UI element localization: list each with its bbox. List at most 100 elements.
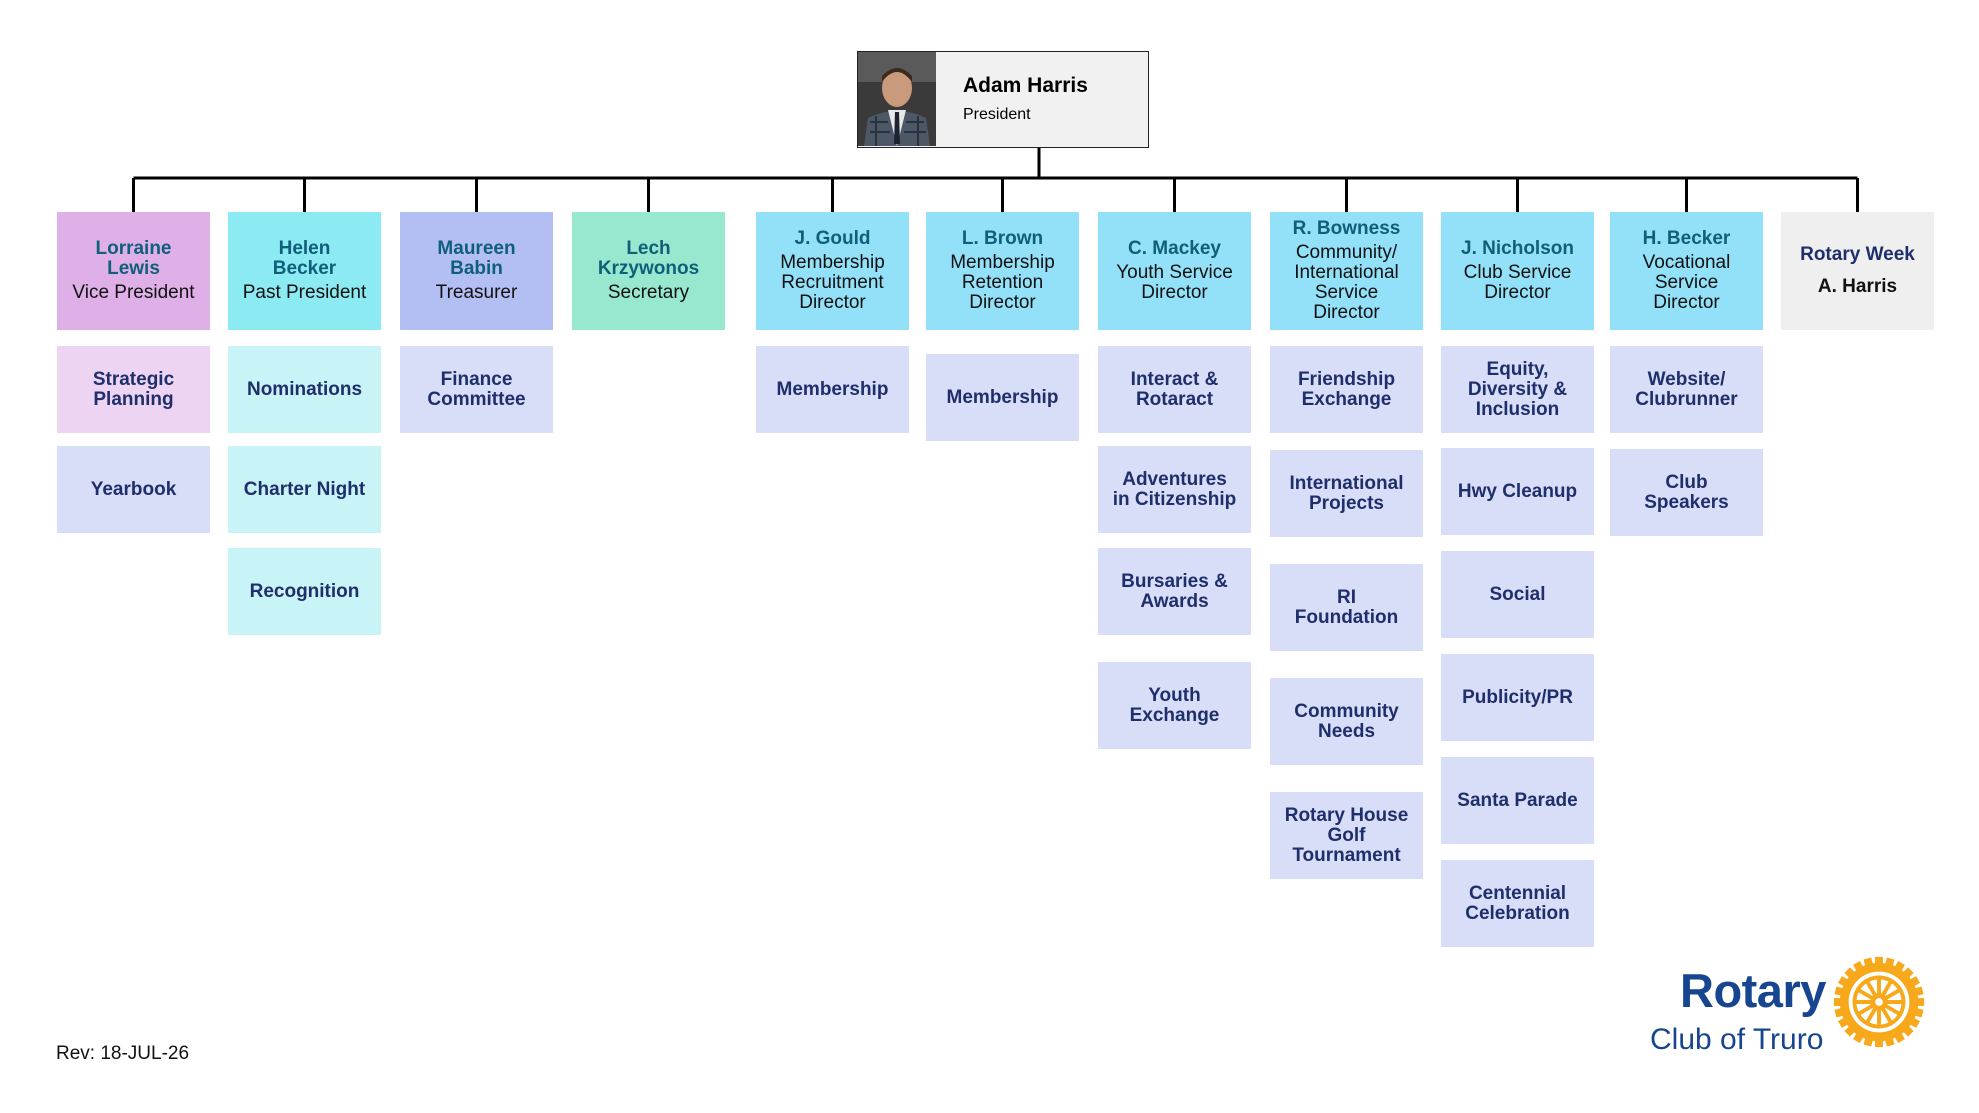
committee-box: RI Foundation — [1270, 564, 1423, 651]
committee-box: Yearbook — [57, 446, 210, 533]
officer-name: Rotary Week — [1800, 244, 1915, 265]
committee-box: Finance Committee — [400, 346, 553, 433]
committee-box: Adventures in Citizenship — [1098, 446, 1251, 533]
committee-box: Website/ Clubrunner — [1610, 346, 1763, 433]
rotary-logo: Rotary Club of Truro — [1650, 945, 1935, 1065]
wheel-tooth — [1837, 976, 1851, 988]
committee-label: Yearbook — [90, 478, 177, 500]
committee-label: Finance Committee — [427, 368, 526, 410]
committee-label: International Projects — [1289, 472, 1404, 514]
committee-box: Publicity/PR — [1441, 654, 1594, 741]
committee-label: Social — [1489, 583, 1546, 605]
committee-box: Hwy Cleanup — [1441, 448, 1594, 535]
committee-label: Charter Night — [243, 478, 366, 500]
officer-role: Youth Service Director — [1116, 262, 1233, 303]
wheel-tooth — [1884, 957, 1895, 969]
officer-name: J. Nicholson — [1461, 238, 1574, 259]
president-role: President — [963, 106, 1031, 123]
officer-name: J. Gould — [794, 228, 871, 249]
committee-box: Social — [1441, 551, 1594, 638]
officer-role: A. Harris — [1817, 276, 1898, 297]
committee-box: Strategic Planning — [57, 346, 210, 433]
officer-name: Helen Becker — [272, 238, 337, 279]
committee-box: International Projects — [1270, 450, 1423, 537]
committee-box: Equity, Diversity & Inclusion — [1441, 346, 1594, 433]
committee-box: Rotary House Golf Tournament — [1270, 792, 1423, 879]
committee-box: Membership — [926, 354, 1079, 441]
wheel-tooth — [1893, 1030, 1905, 1044]
committee-box: Nominations — [228, 346, 381, 433]
officer-name: Lech Krzywonos — [597, 238, 700, 279]
committee-box: Charter Night — [228, 446, 381, 533]
committee-label: Santa Parade — [1457, 789, 1578, 811]
committee-box: Santa Parade — [1441, 757, 1594, 844]
committee-label: Community Needs — [1294, 700, 1399, 742]
rotary-wheel-icon — [1833, 956, 1925, 1048]
committee-label: Publicity/PR — [1462, 686, 1573, 708]
officer-role: Secretary — [607, 282, 690, 303]
officer-role: Community/ International Service Directo… — [1294, 242, 1399, 323]
officer-name: Maureen Babin — [437, 238, 516, 279]
committee-label: Recognition — [249, 580, 360, 602]
officer-name: L. Brown — [961, 228, 1044, 249]
committee-box: Youth Exchange — [1098, 662, 1251, 749]
committee-box: Bursaries & Awards — [1098, 548, 1251, 635]
committee-label: Equity, Diversity & Inclusion — [1467, 358, 1568, 420]
officer-role: Club Service Director — [1463, 262, 1572, 303]
officer-role: Treasurer — [435, 282, 518, 303]
president-photo — [858, 52, 936, 146]
officer-role: Past President — [242, 282, 367, 303]
wheel-tooth — [1907, 976, 1921, 988]
logo-wordmark: Rotary — [1680, 964, 1826, 1017]
committee-label: Friendship Exchange — [1297, 368, 1396, 410]
committee-label: Bursaries & Awards — [1121, 570, 1228, 612]
wheel-tooth — [1834, 986, 1846, 997]
president-box: Adam Harris President — [857, 51, 1149, 148]
committee-box: Membership — [756, 346, 909, 433]
officer-name: Lorraine Lewis — [95, 238, 172, 279]
logo-club-name: Club of Truro — [1650, 1023, 1824, 1056]
committee-label: Youth Exchange — [1129, 684, 1220, 726]
wheel-tooth — [1893, 960, 1905, 974]
committee-box: Community Needs — [1270, 678, 1423, 765]
committee-label: Rotary House Golf Tournament — [1284, 804, 1409, 866]
committee-label: Website/ Clubrunner — [1635, 368, 1738, 410]
officer-name: R. Bowness — [1292, 218, 1401, 239]
wheel-tooth — [1853, 1030, 1865, 1044]
officer-role: Membership Recruitment Director — [780, 252, 885, 313]
wheel-tooth — [1844, 967, 1857, 980]
committee-label: Membership — [776, 378, 889, 400]
wheel-tooth — [1875, 1037, 1883, 1048]
committee-label: Interact & Rotaract — [1130, 368, 1219, 410]
revision-date: Rev: 18-JUL-26 — [56, 1043, 190, 1064]
committee-box: Club Speakers — [1610, 449, 1763, 536]
wheel-tooth — [1901, 967, 1914, 980]
committee-label: Nominations — [246, 378, 363, 400]
committee-box: Recognition — [228, 548, 381, 635]
wheel-tooth — [1833, 998, 1844, 1006]
committee-label: Club Speakers — [1644, 471, 1729, 513]
wheel-tooth — [1834, 1007, 1846, 1018]
committee-box: Interact & Rotaract — [1098, 346, 1251, 433]
wheel-tooth — [1863, 1035, 1874, 1047]
committee-label: Centennial Celebration — [1465, 882, 1570, 924]
committee-label: Hwy Cleanup — [1457, 480, 1578, 502]
officer-role: Vice President — [72, 282, 195, 303]
committee-label: Strategic Planning — [92, 368, 175, 410]
wheel-tooth — [1912, 986, 1924, 997]
officer-role: Membership Retention Director — [950, 252, 1055, 313]
officer-box-10: Rotary Week A. Harris — [1781, 212, 1934, 330]
wheel-tooth — [1907, 1016, 1921, 1028]
officer-role: Vocational Service Director — [1642, 252, 1731, 313]
committee-label: Adventures in Citizenship — [1112, 468, 1237, 510]
